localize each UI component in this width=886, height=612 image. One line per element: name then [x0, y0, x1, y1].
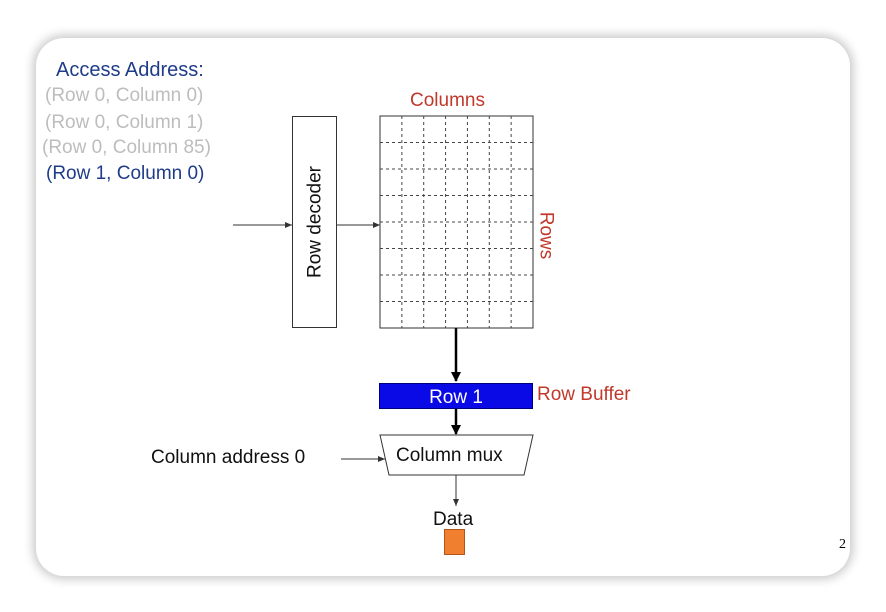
cell-array-border	[379, 115, 534, 329]
address-entry: (Row 0, Column 85)	[42, 137, 211, 158]
row-buffer: Row 1	[379, 383, 533, 409]
dram-array-diagram	[233, 115, 534, 506]
cell-array-grid	[379, 115, 534, 329]
address-entry-current: (Row 1, Column 0)	[46, 163, 205, 184]
column-mux-shape	[379, 434, 534, 476]
column-mux-label: Column mux	[396, 445, 503, 466]
access-address-title: Access Address:	[56, 59, 204, 81]
columns-label: Columns	[410, 90, 485, 111]
page-number: 2	[839, 537, 846, 552]
data-output-block	[444, 529, 465, 555]
slide: Access Address: (Row 0, Column 0) (Row 0…	[36, 38, 850, 576]
row-decoder-box: Row decoder	[292, 116, 337, 328]
address-entry: (Row 0, Column 1)	[45, 112, 204, 133]
column-address-label: Column address 0	[151, 447, 306, 468]
data-label: Data	[433, 509, 474, 530]
row-buffer-content: Row 1	[429, 387, 483, 408]
address-entry: (Row 0, Column 0)	[45, 85, 204, 106]
row-buffer-label: Row Buffer	[537, 384, 631, 405]
